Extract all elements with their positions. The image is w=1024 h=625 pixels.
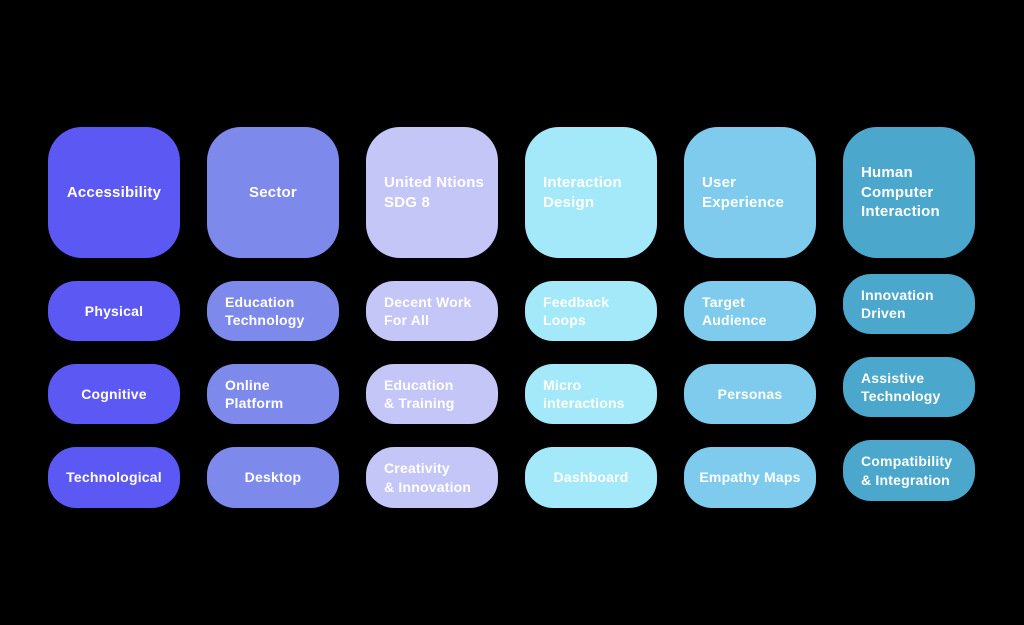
card-label: Target Audience <box>702 293 767 328</box>
card-label: Human Computer Interaction <box>861 163 940 221</box>
group-header-card-sector[interactable]: Sector <box>207 127 339 258</box>
card-label: Micro interactions <box>543 376 625 411</box>
note-card-empathy-maps[interactable]: Empathy Maps <box>684 447 816 508</box>
card-label: Online Platform <box>225 376 284 411</box>
card-label: Education & Training <box>384 376 455 411</box>
note-card-education-training[interactable]: Education & Training <box>366 364 498 424</box>
note-card-cognitive[interactable]: Cognitive <box>48 364 180 424</box>
card-label: Desktop <box>244 469 302 486</box>
card-label: United Ntions SDG 8 <box>384 173 485 211</box>
group-header-card-united-ntions-sdg-8[interactable]: United Ntions SDG 8 <box>366 127 498 258</box>
card-label: Assistive Technology <box>861 369 941 404</box>
card-label: Dashboard <box>553 469 629 486</box>
card-label: Physical <box>84 302 144 319</box>
note-card-desktop[interactable]: Desktop <box>207 447 339 508</box>
note-card-online-platform[interactable]: Online Platform <box>207 364 339 424</box>
card-label: User Experience <box>702 173 785 211</box>
card-label: Empathy Maps <box>699 469 801 486</box>
card-label: Interaction Design <box>543 173 622 211</box>
note-card-decent-work-for-all[interactable]: Decent Work For All <box>366 281 498 341</box>
card-label: Accessibility <box>66 183 162 201</box>
note-card-micro-interactions[interactable]: Micro interactions <box>525 364 657 424</box>
note-card-target-audience[interactable]: Target Audience <box>684 281 816 341</box>
group-header-card-accessibility[interactable]: Accessibility <box>48 127 180 258</box>
note-card-dashboard[interactable]: Dashboard <box>525 447 657 508</box>
card-label: Creativity & Innovation <box>384 460 472 495</box>
note-card-education-technology[interactable]: Education Technology <box>207 281 339 341</box>
card-label: Technological <box>66 469 162 486</box>
note-card-personas[interactable]: Personas <box>684 364 816 424</box>
card-label: Compatibility & Integration <box>861 453 953 488</box>
note-card-compatibility-integration[interactable]: Compatibility & Integration <box>843 440 975 501</box>
card-label: Personas <box>717 385 783 402</box>
note-card-creativity-innovation[interactable]: Creativity & Innovation <box>366 447 498 508</box>
card-label: Innovation Driven <box>861 286 934 321</box>
card-label: Feedback Loops <box>543 293 610 328</box>
card-label: Cognitive <box>81 385 147 402</box>
note-card-technological[interactable]: Technological <box>48 447 180 508</box>
card-label: Decent Work For All <box>384 293 472 328</box>
group-header-card-user-experience[interactable]: User Experience <box>684 127 816 258</box>
note-card-innovation-driven[interactable]: Innovation Driven <box>843 274 975 334</box>
group-header-card-human-computer-interaction[interactable]: Human Computer Interaction <box>843 127 975 258</box>
card-label: Sector <box>249 183 297 201</box>
note-card-physical[interactable]: Physical <box>48 281 180 341</box>
group-header-card-interaction-design[interactable]: Interaction Design <box>525 127 657 258</box>
note-card-assistive-technology[interactable]: Assistive Technology <box>843 357 975 417</box>
note-card-feedback-loops[interactable]: Feedback Loops <box>525 281 657 341</box>
card-label: Education Technology <box>225 293 305 328</box>
